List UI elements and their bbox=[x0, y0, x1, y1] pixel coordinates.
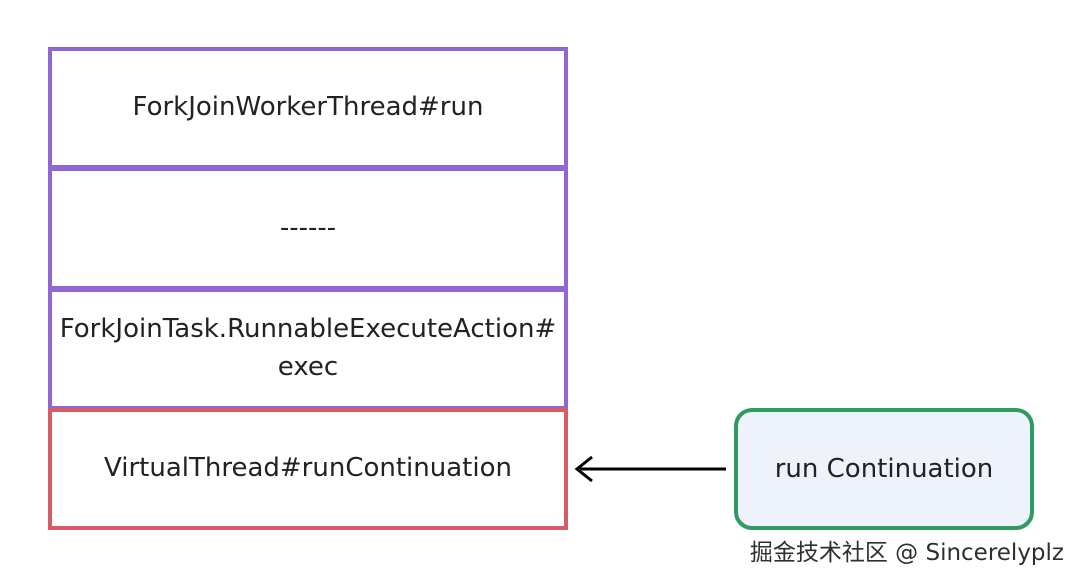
stack-frame-label: ------ bbox=[279, 212, 337, 243]
watermark: 掘金技术社区 @ Sincerelyplz bbox=[749, 540, 1064, 566]
stack-frame-label: ForkJoinTask.RunnableExecuteAction#exec bbox=[59, 314, 557, 382]
stack-frame-label: ForkJoinWorkerThread#run bbox=[132, 92, 484, 123]
stack-frame-label: VirtualThread#runContinuation bbox=[104, 453, 512, 484]
stack-frame-forkjoinworkerthread-run: ForkJoinWorkerThread#run bbox=[48, 47, 568, 169]
run-continuation-node: run Continuation bbox=[734, 408, 1034, 530]
run-continuation-label: run Continuation bbox=[774, 454, 994, 484]
stack-frame-runnable-execute-action: ForkJoinTask.RunnableExecuteAction#exec bbox=[48, 288, 568, 410]
stack-frame-ellipsis: ------ bbox=[48, 167, 568, 290]
stack-frame-virtualthread-runcontinuation: VirtualThread#runContinuation bbox=[48, 408, 568, 530]
arrow-head bbox=[574, 455, 593, 483]
